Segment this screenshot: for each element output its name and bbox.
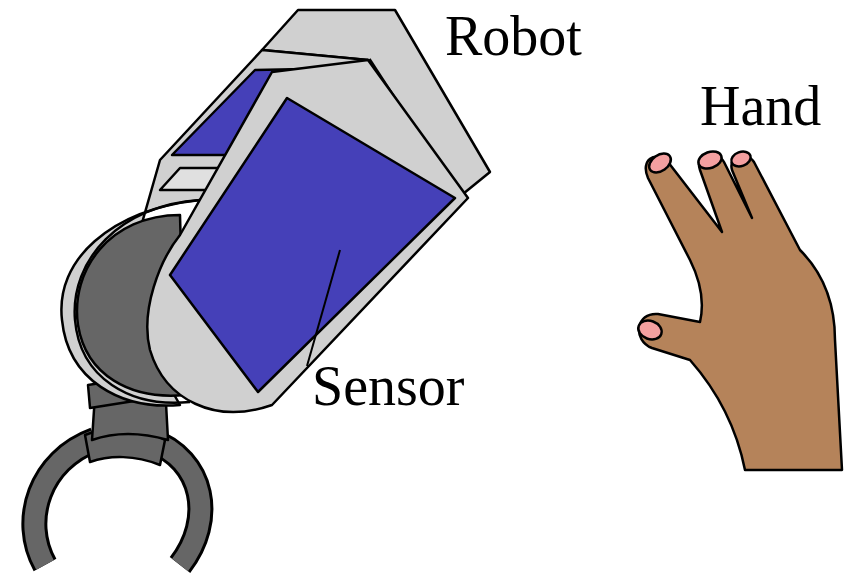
part-label: Hand — [700, 78, 821, 134]
part-label: Robot — [445, 8, 582, 64]
robot-arm — [34, 10, 490, 565]
fingernail — [646, 150, 675, 177]
human-hand — [636, 148, 842, 470]
gripper-claw-outline — [34, 440, 95, 565]
fingernail — [696, 148, 724, 171]
hand-shape — [639, 154, 842, 470]
leader-line — [307, 250, 340, 366]
fingernail — [729, 149, 753, 169]
sensor-panel — [170, 98, 455, 392]
gripper-claw — [34, 440, 95, 565]
fingernail — [636, 317, 665, 342]
part-label: Sensor — [312, 358, 464, 414]
